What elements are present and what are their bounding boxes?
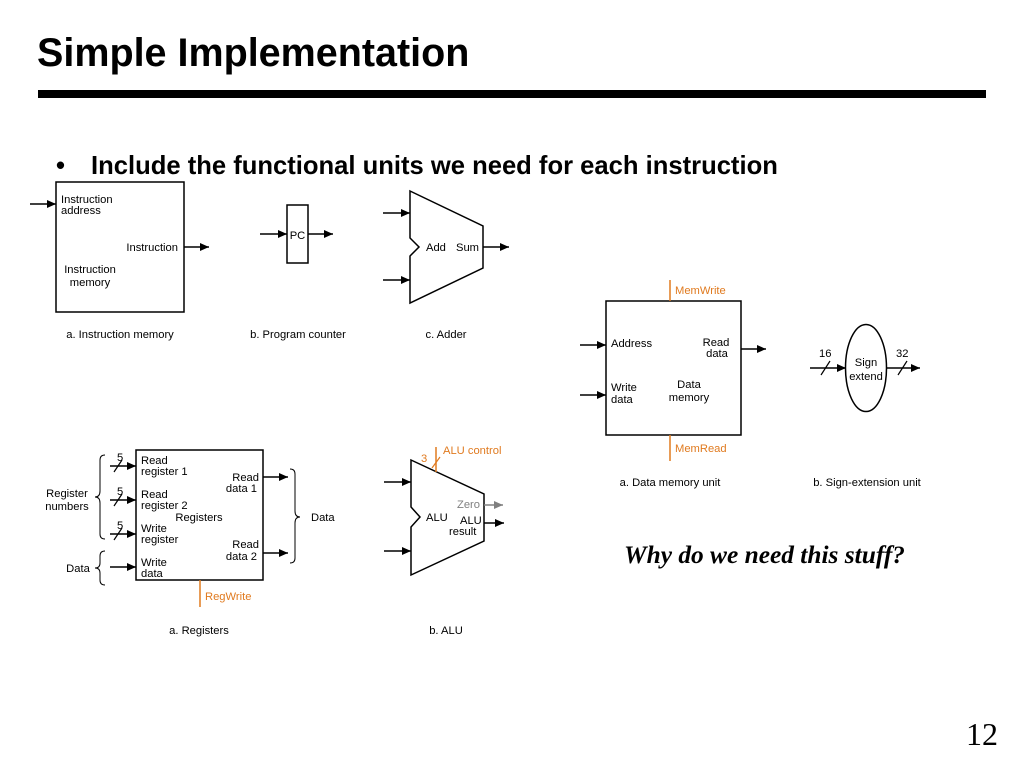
bullet-marker: • (56, 152, 65, 180)
write-register-label-line2: register (141, 534, 179, 546)
alu-control-width: 3 (421, 453, 427, 465)
adder-diagram: Add Sum c. Adder (383, 189, 509, 341)
alu-control-bus-slash (431, 456, 441, 469)
read-register-2-bus-slash (113, 493, 123, 507)
alu-caption: b. ALU (429, 625, 463, 637)
address-label: Address (611, 338, 652, 350)
read-data-label: Read (703, 337, 730, 349)
data-memory-diagram: MemWrite MemRead Address Write data Read… (580, 280, 766, 489)
data-memory-caption: a. Data memory unit (620, 477, 722, 489)
instruction-memory-diagram: Instruction address Instruction Instruct… (30, 181, 209, 341)
instruction-address-label: Instruction (61, 194, 113, 206)
regwrite-label: RegWrite (205, 591, 251, 603)
output-data-group-label: Data (311, 512, 335, 524)
write-data-label: Write (141, 557, 167, 569)
input-bus-width-slash (820, 360, 831, 376)
data-memory-unit-label-line2: memory (669, 392, 710, 404)
instruction-memory-box (55, 181, 185, 313)
write-register-bus-slash (113, 527, 123, 541)
write-data-label-line2: data (141, 568, 164, 580)
registers-diagram: Register numbers Data 5 Read register 1 … (45, 449, 335, 637)
read-data-2-label: Read (232, 539, 259, 551)
pc-label: PC (290, 230, 306, 242)
bullet-text: Include the functional units we need for… (91, 152, 778, 180)
sign-extension-diagram: 16 32 Sign extend b. Sign-extension unit (810, 323, 922, 489)
registers-unit-label: Registers (175, 512, 223, 524)
read-data-1-label-line2: data 1 (226, 483, 257, 495)
input-data-brace (94, 550, 106, 586)
data-memory-box (605, 300, 742, 436)
input-width-label: 16 (819, 348, 831, 360)
instruction-address-label-line2: address (61, 205, 101, 217)
adder-sum-label: Sum (456, 242, 479, 254)
alu-diagram: 3 ALU control ALU Zero ALU result b. ALU (384, 445, 504, 637)
memread-label: MemRead (675, 443, 727, 455)
read-register-2-label-line2: register 2 (141, 500, 188, 512)
slide-title: Simple Implementation (37, 31, 469, 75)
input-data-group-label: Data (66, 563, 90, 575)
program-counter-caption: b. Program counter (250, 329, 346, 341)
output-width-label: 32 (896, 348, 908, 360)
registers-caption: a. Registers (169, 625, 229, 637)
instruction-memory-unit-label: Instruction (64, 264, 116, 276)
write-data-label: Write (611, 382, 637, 394)
sign-extend-label: Sign (855, 357, 877, 369)
adder-label: Add (426, 242, 446, 254)
alu-label: ALU (426, 512, 448, 524)
read-register-2-width: 5 (117, 486, 123, 498)
sign-extend-label-line2: extend (849, 371, 883, 383)
register-numbers-label-line2: numbers (45, 501, 89, 513)
read-register-2-label: Read (141, 489, 168, 501)
alu-control-label: ALU control (443, 445, 501, 457)
data-memory-unit-label: Data (677, 379, 701, 391)
output-bus-width-slash (897, 360, 908, 376)
instruction-output-label: Instruction (126, 242, 178, 254)
write-data-label-line2: data (611, 394, 634, 406)
read-data-2-label-line2: data 2 (226, 551, 257, 563)
read-register-1-label: Read (141, 455, 168, 467)
sign-extension-caption: b. Sign-extension unit (813, 477, 921, 489)
write-register-width: 5 (117, 520, 123, 532)
read-register-1-width: 5 (117, 452, 123, 464)
program-counter-diagram: PC b. Program counter (250, 204, 346, 341)
instruction-memory-caption: a. Instruction memory (66, 329, 174, 341)
read-register-1-label-line2: register 1 (141, 466, 188, 478)
title-underline-rule (38, 90, 986, 98)
alu-result-label: ALU (460, 515, 482, 527)
adder-caption: c. Adder (425, 329, 466, 341)
alu-result-label-line2: result (449, 526, 477, 538)
page-number: 12 (966, 716, 998, 752)
zero-label: Zero (457, 499, 480, 511)
read-data-1-label: Read (232, 472, 259, 484)
instruction-memory-unit-label-line2: memory (70, 277, 111, 289)
memwrite-label: MemWrite (675, 285, 726, 297)
read-register-1-bus-slash (113, 459, 123, 473)
write-register-label: Write (141, 523, 167, 535)
register-numbers-label: Register (46, 488, 88, 500)
read-data-label-line2: data (706, 348, 729, 360)
output-data-brace (289, 468, 301, 564)
register-numbers-brace (94, 454, 106, 540)
question-text: Why do we need this stuff? (624, 541, 905, 569)
